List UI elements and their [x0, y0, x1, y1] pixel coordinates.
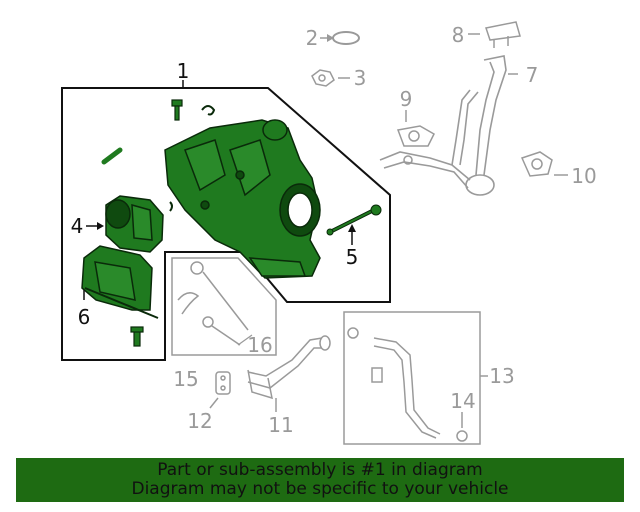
- callout-15: 15: [173, 367, 198, 391]
- callout-8: 8: [452, 23, 465, 47]
- callout-1: 1: [177, 59, 190, 83]
- part-12-gasket[interactable]: [215, 371, 231, 395]
- callout-13: 13: [489, 364, 514, 388]
- stud: [101, 147, 123, 165]
- part-9-gasket[interactable]: [396, 125, 435, 147]
- clip-top: [201, 105, 216, 116]
- leader-16: [237, 334, 253, 346]
- callout-6: 6: [78, 305, 91, 329]
- footer-line-1: Part or sub-assembly is #1 in diagram: [157, 460, 483, 480]
- sensor: [130, 326, 144, 347]
- callout-11: 11: [268, 413, 293, 437]
- bracket-rod: [84, 287, 159, 319]
- callout-5: 5: [346, 245, 359, 269]
- parts-diagram: 1 2 3 4 5 6 7 8 9 10 11 12 13 14 15 16: [61, 21, 597, 445]
- part-11-oil-return[interactable]: [247, 335, 331, 400]
- part-4-housing[interactable]: [105, 195, 164, 253]
- part-8-bracket[interactable]: [485, 21, 521, 48]
- bolt-top: [171, 99, 183, 121]
- part-7-oil-tube[interactable]: [379, 55, 507, 196]
- part-10-gasket[interactable]: [520, 151, 553, 177]
- leader-12: [209, 397, 219, 409]
- part-2-gasket[interactable]: [332, 31, 360, 45]
- callout-12: 12: [187, 409, 212, 433]
- part-3-nut[interactable]: [311, 69, 335, 87]
- callout-2: 2: [306, 26, 319, 50]
- callout-3: 3: [354, 66, 367, 90]
- part-13-hose-group: [343, 311, 481, 445]
- callout-4: 4: [71, 214, 84, 238]
- callout-7: 7: [526, 63, 539, 87]
- callout-10: 10: [571, 164, 596, 188]
- part-15-16-group: [171, 257, 277, 356]
- part-5-bolt[interactable]: [326, 204, 382, 236]
- clip-small: [169, 201, 173, 212]
- footer-banner: Part or sub-assembly is #1 in diagram Di…: [16, 458, 624, 502]
- callout-9: 9: [400, 87, 413, 111]
- footer-line-2: Diagram may not be specific to your vehi…: [131, 479, 509, 499]
- callout-16: 16: [247, 333, 272, 357]
- callout-14: 14: [450, 389, 475, 413]
- turbocharger[interactable]: [164, 119, 321, 279]
